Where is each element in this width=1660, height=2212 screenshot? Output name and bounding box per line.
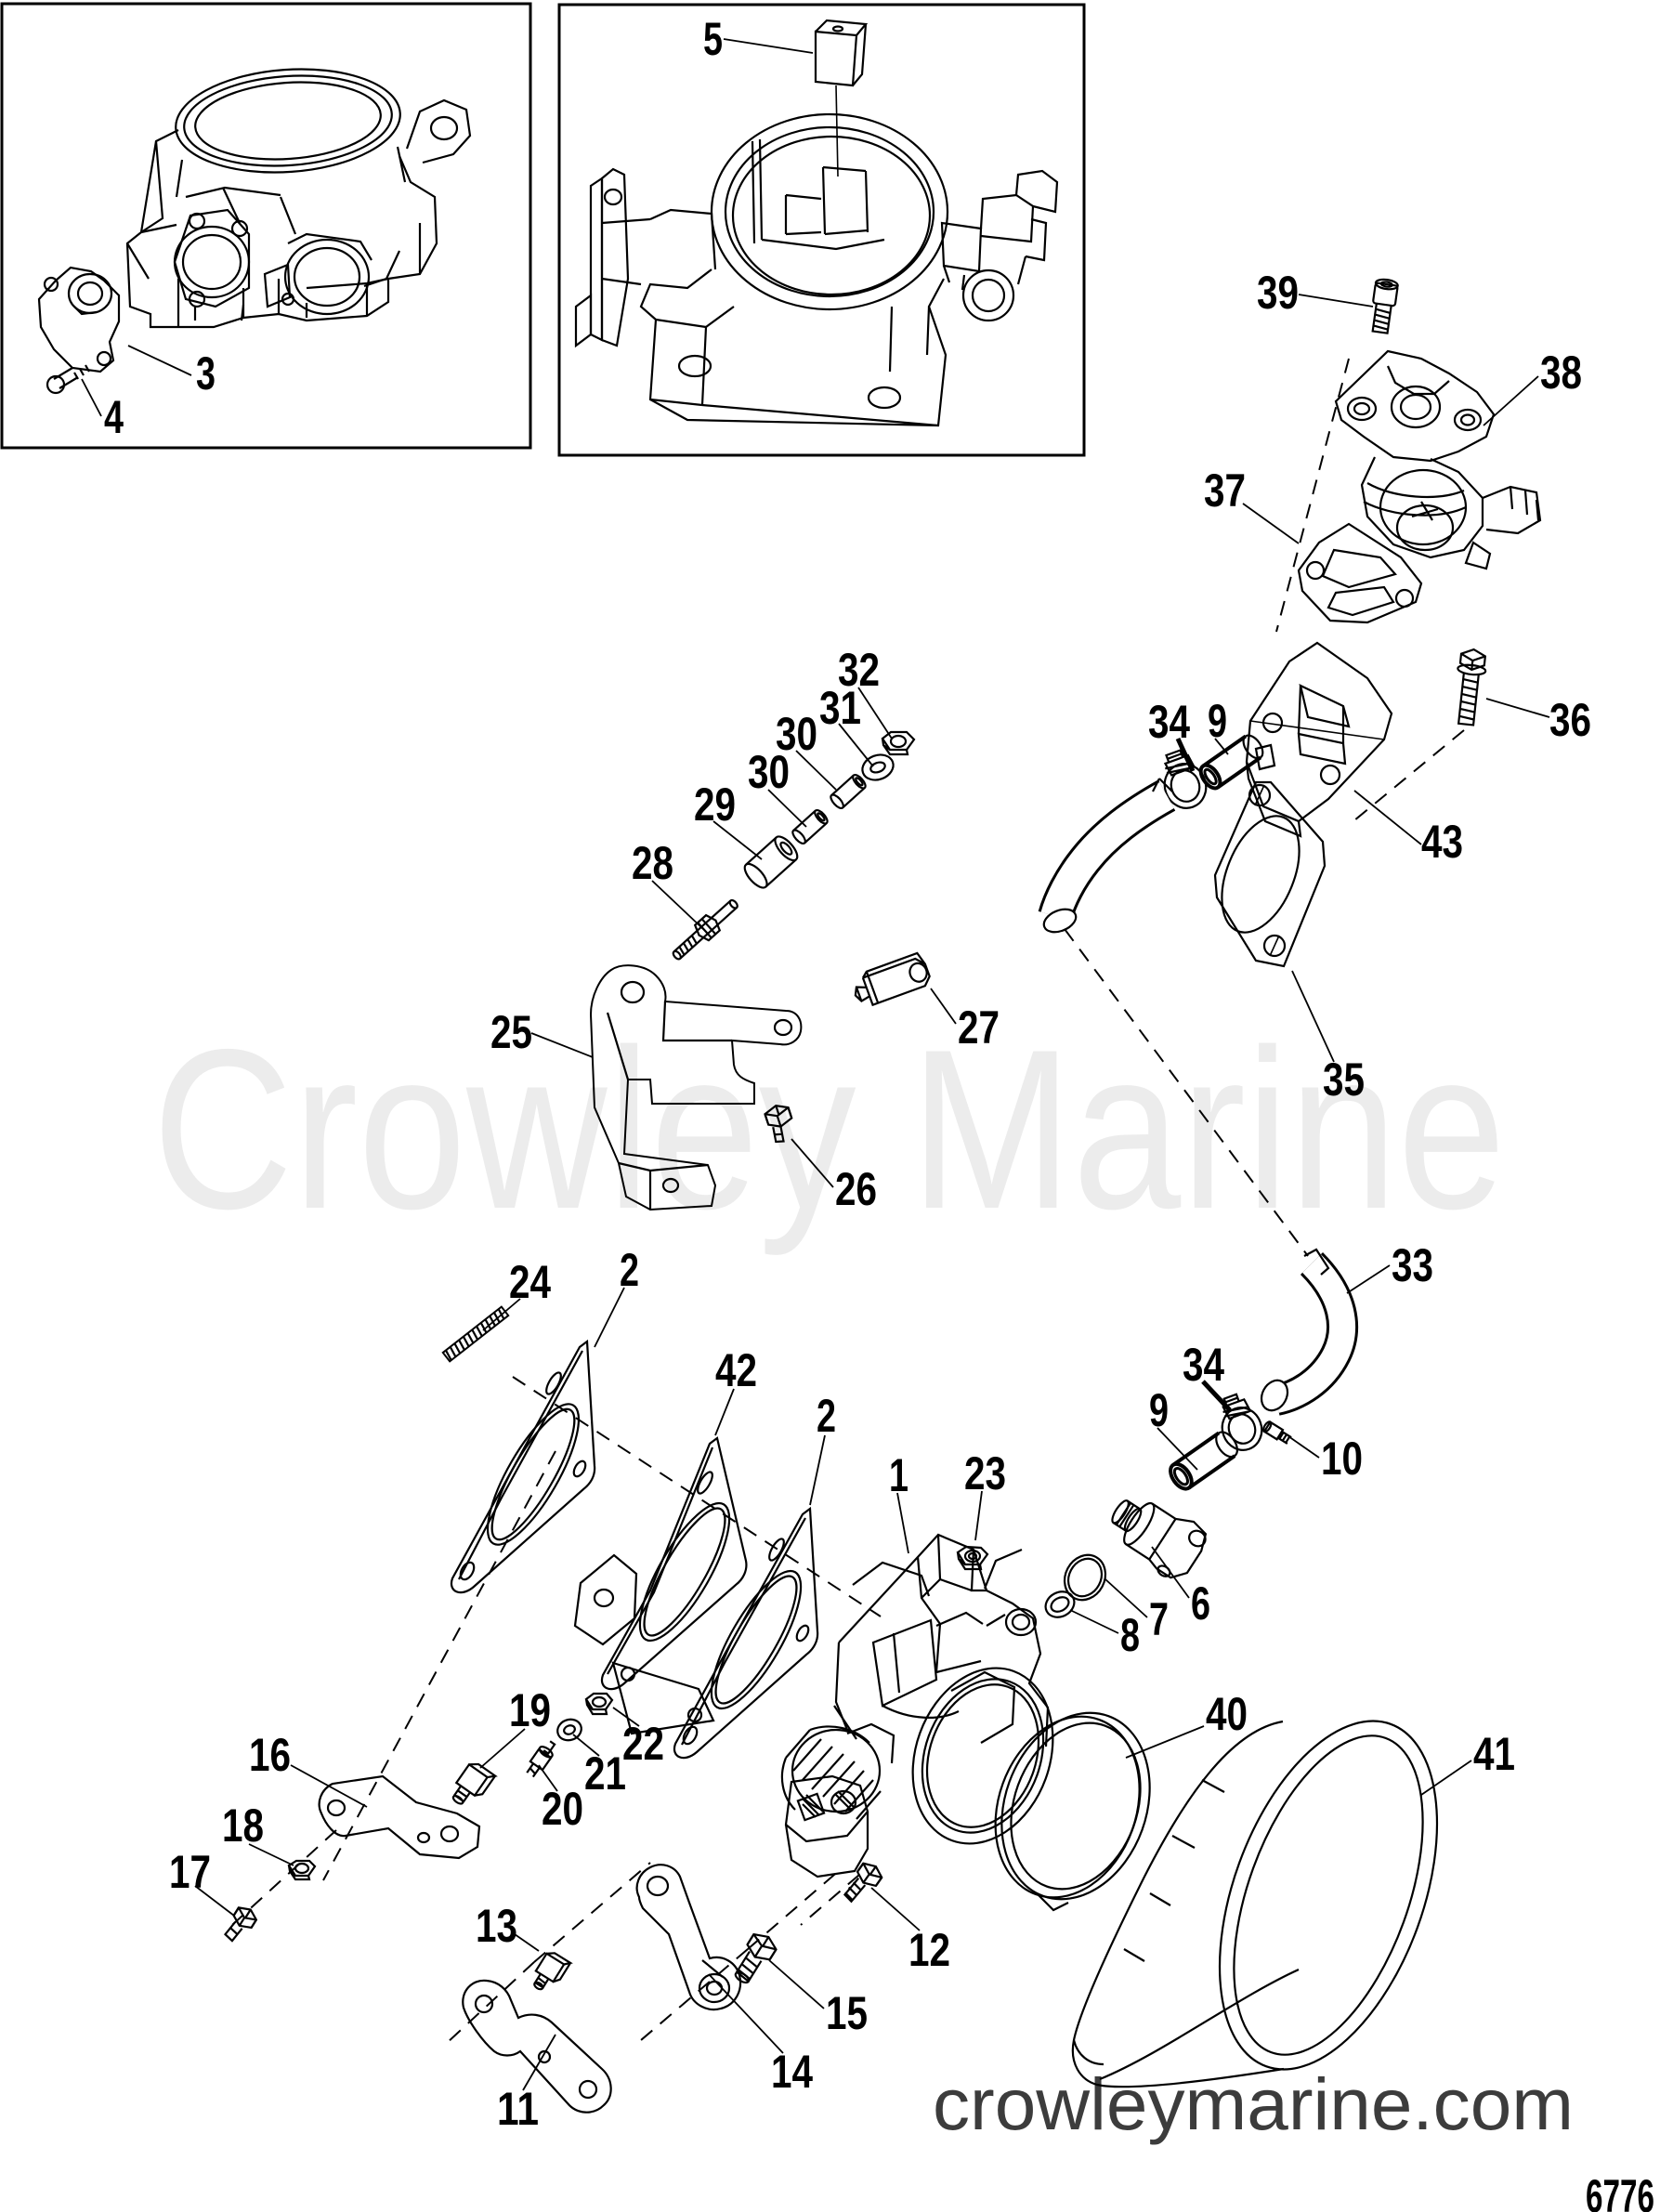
svg-text:1: 1 [889, 1449, 908, 1501]
svg-text:43: 43 [1421, 816, 1463, 868]
svg-text:6776: 6776 [1586, 2170, 1654, 2212]
svg-text:14: 14 [771, 2046, 813, 2098]
svg-text:10: 10 [1321, 1433, 1363, 1485]
svg-text:15: 15 [826, 1987, 868, 2039]
svg-text:Crowley Marine: Crowley Marine [152, 1001, 1506, 1256]
svg-text:19: 19 [509, 1684, 551, 1736]
svg-text:36: 36 [1549, 694, 1591, 746]
svg-text:42: 42 [715, 1344, 757, 1396]
svg-text:39: 39 [1257, 267, 1299, 319]
svg-text:38: 38 [1540, 347, 1582, 399]
svg-text:8: 8 [1120, 1609, 1140, 1661]
svg-text:9: 9 [1149, 1384, 1169, 1436]
svg-text:32: 32 [838, 644, 880, 696]
svg-text:crowleymarine.com: crowleymarine.com [933, 2062, 1574, 2145]
svg-text:9: 9 [1208, 695, 1227, 747]
svg-text:26: 26 [835, 1163, 877, 1215]
svg-text:12: 12 [908, 1924, 950, 1976]
svg-text:34: 34 [1148, 696, 1190, 748]
svg-text:2: 2 [817, 1390, 836, 1442]
svg-text:24: 24 [509, 1256, 551, 1308]
svg-text:18: 18 [222, 1800, 264, 1852]
svg-text:6: 6 [1191, 1577, 1210, 1630]
svg-text:37: 37 [1204, 465, 1246, 517]
svg-text:35: 35 [1323, 1054, 1365, 1106]
svg-text:11: 11 [497, 2083, 539, 2135]
svg-text:3: 3 [196, 347, 216, 399]
svg-text:2: 2 [620, 1244, 639, 1296]
svg-text:21: 21 [584, 1747, 626, 1800]
svg-text:5: 5 [703, 13, 723, 65]
svg-text:4: 4 [104, 391, 124, 443]
svg-text:22: 22 [622, 1718, 664, 1770]
svg-text:41: 41 [1473, 1728, 1515, 1780]
svg-text:31: 31 [819, 682, 861, 734]
svg-text:29: 29 [694, 779, 736, 831]
svg-text:20: 20 [542, 1783, 583, 1835]
svg-text:23: 23 [964, 1447, 1006, 1499]
svg-text:7: 7 [1149, 1593, 1169, 1645]
svg-text:13: 13 [476, 1900, 517, 1952]
svg-text:25: 25 [490, 1006, 532, 1058]
svg-text:33: 33 [1392, 1239, 1433, 1291]
svg-text:16: 16 [249, 1729, 291, 1781]
svg-text:17: 17 [169, 1846, 211, 1898]
svg-text:34: 34 [1183, 1339, 1224, 1391]
svg-text:40: 40 [1206, 1688, 1248, 1740]
svg-text:28: 28 [632, 837, 673, 889]
svg-text:30: 30 [748, 746, 790, 798]
svg-text:27: 27 [958, 1001, 1000, 1054]
svg-text:30: 30 [776, 708, 817, 760]
